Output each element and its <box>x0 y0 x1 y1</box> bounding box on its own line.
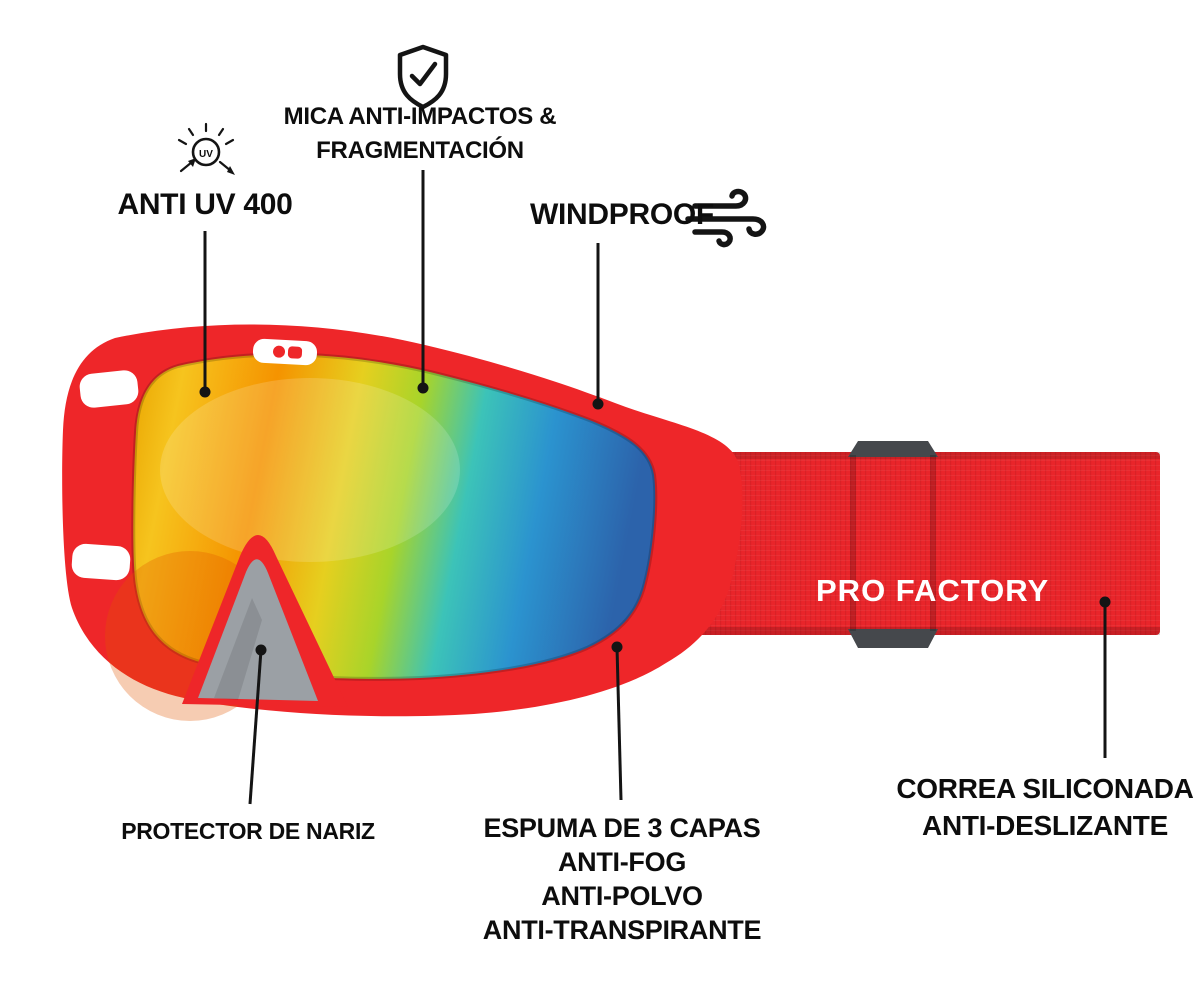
label-anti-uv: ANTI UV 400 <box>117 188 293 221</box>
callout-dots <box>199 382 1111 656</box>
callout-dot-nose <box>255 644 267 656</box>
callout-dot-windproof <box>592 398 604 410</box>
label-impact-resistance: MICA ANTI-IMPACTOS & FRAGMENTACIÓN <box>220 100 620 168</box>
impact-line-1: MICA ANTI-IMPACTOS & <box>283 103 557 130</box>
svg-text:UV: UV <box>199 149 213 160</box>
label-windproof: WINDPROOF <box>530 198 714 231</box>
brand-text: PRO FACTORY <box>816 573 1049 608</box>
foam-line-1: ESPUMA DE 3 CAPAS <box>483 813 761 843</box>
callout-line-nose <box>248 649 263 805</box>
callout-dot-strap <box>1099 596 1111 608</box>
brand-logo-plate <box>252 338 318 366</box>
foam-line-2: ANTI-FOG <box>557 847 687 877</box>
label-foam-features: ESPUMA DE 3 CAPAS ANTI-FOG ANTI-POLVO AN… <box>428 811 816 947</box>
callout-line-foam <box>615 646 623 801</box>
strap-line-2: ANTI-DESLIZANTE <box>922 810 1168 841</box>
uv-sun-icon: UV <box>177 122 235 175</box>
strap-line-1: CORREA SILICONADA <box>896 773 1194 804</box>
goggles <box>62 324 743 721</box>
callout-dot-impact <box>417 382 429 394</box>
foam-line-4: ANTI-TRANSPIRANTE <box>482 915 762 945</box>
lens-highlight <box>160 378 460 562</box>
strap-slot-cutouts <box>71 370 139 581</box>
nose-guard-shape <box>182 535 348 707</box>
foam-line-3: ANTI-POLVO <box>541 881 703 911</box>
wind-icon <box>685 188 767 248</box>
shield-check-icon <box>397 44 449 110</box>
impact-line-2: FRAGMENTACIÓN <box>316 137 524 164</box>
callout-dot-foam <box>611 641 623 653</box>
callout-dot-uv <box>199 386 211 398</box>
strap-buckle <box>848 441 938 648</box>
label-strap-features: CORREA SILICONADA ANTI-DESLIZANTE <box>876 770 1200 844</box>
label-nose-protector: PROTECTOR DE NARIZ <box>121 818 375 844</box>
callout-lines <box>203 170 1107 805</box>
strap: PRO FACTORY <box>655 441 1160 648</box>
